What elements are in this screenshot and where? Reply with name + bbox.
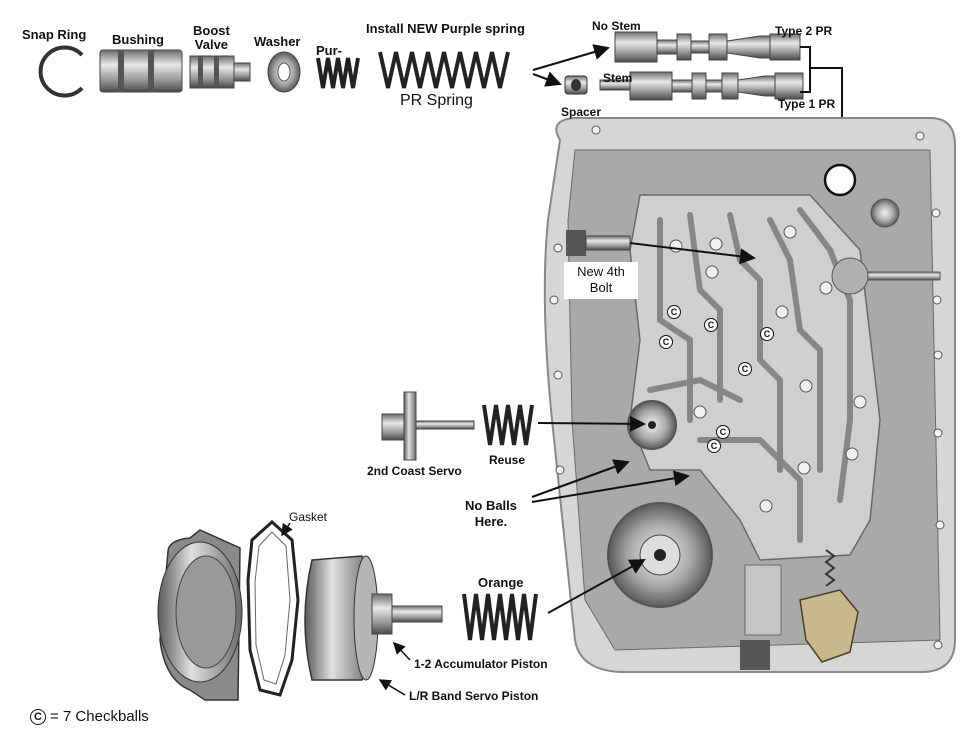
- label-bushing: Bushing: [112, 32, 164, 47]
- coast-servo-part: [381, 391, 475, 461]
- purple-small-spring: [316, 57, 360, 89]
- accumulator-cover: [157, 529, 243, 701]
- spacer: [564, 75, 588, 95]
- label-accumulator-piston: 1-2 Accumulator Piston: [414, 657, 548, 671]
- reuse-spring: [482, 404, 534, 446]
- boost-valve: [189, 55, 251, 89]
- orange-spring: [462, 593, 538, 641]
- label-stem: Stem: [603, 71, 633, 85]
- label-coast-servo: 2nd Coast Servo: [367, 464, 462, 478]
- coast-servo-bore: [627, 400, 677, 450]
- label-orange: Orange: [478, 575, 524, 590]
- label-no-stem: No Stem: [592, 19, 641, 33]
- arrow-accum: [392, 641, 411, 661]
- label-purple: Pur-: [316, 43, 342, 58]
- checkball-marker: C: [716, 425, 730, 439]
- checkball-marker: C: [704, 318, 718, 332]
- accumulator-bore: [607, 502, 713, 608]
- label-lr-servo: L/R Band Servo Piston: [409, 689, 539, 703]
- pr-valve-stem: [599, 71, 804, 101]
- arrow-no-balls-2: [531, 470, 690, 503]
- checkball-legend-symbol: C: [30, 708, 46, 725]
- case-pocket: [740, 640, 770, 670]
- case-bolt-holes: [549, 125, 945, 650]
- checkball-marker: C: [659, 335, 673, 349]
- label-type-2: Type 2 PR: [775, 24, 833, 38]
- label-type-1: Type 1 PR: [778, 97, 836, 111]
- arrow-orange: [547, 559, 646, 614]
- gasket: [246, 519, 300, 697]
- pr-valve-bore: [823, 163, 857, 197]
- bushing: [99, 49, 183, 93]
- manual-shaft: [831, 198, 941, 295]
- arrow-to-no-stem: [532, 44, 610, 71]
- label-spacer: Spacer: [561, 105, 602, 119]
- label-install-note: Install NEW Purple spring: [366, 21, 525, 36]
- new-4th-bolt: [566, 230, 756, 265]
- arrow-lr-servo: [378, 679, 406, 696]
- label-boost-valve: Boost Valve: [193, 23, 230, 52]
- label-snap-ring: Snap Ring: [22, 27, 87, 42]
- pr-spring: [378, 51, 510, 89]
- arrow-to-spacer: [532, 71, 562, 87]
- label-pr-spring: PR Spring: [400, 92, 473, 109]
- case-boss-5: [744, 564, 782, 636]
- label-gasket: Gasket: [289, 510, 328, 524]
- valve-body-plate: [629, 194, 881, 561]
- label-washer: Washer: [254, 34, 301, 49]
- checkball-legend: C = 7 Checkballs: [30, 708, 149, 725]
- arrow-no-balls-1: [531, 459, 630, 498]
- checkball-marker: C: [707, 439, 721, 453]
- arrow-coast-servo: [537, 415, 646, 432]
- label-new-4th-bolt: New 4th Bolt: [564, 262, 638, 299]
- washer: [267, 51, 301, 93]
- label-reuse: Reuse: [489, 453, 526, 467]
- checkball-marker: C: [738, 362, 752, 376]
- checkball-marker: C: [667, 305, 681, 319]
- detent-lever: [799, 549, 859, 663]
- checkball-legend-text: = 7 Checkballs: [50, 708, 149, 725]
- pr-valve-no-stem: [614, 31, 801, 63]
- snap-ring: [38, 45, 84, 98]
- label-no-balls: No Balls Here.: [465, 498, 518, 529]
- arrow-gasket: [281, 522, 293, 537]
- checkball-marker: C: [760, 327, 774, 341]
- accumulator-piston: [304, 555, 443, 681]
